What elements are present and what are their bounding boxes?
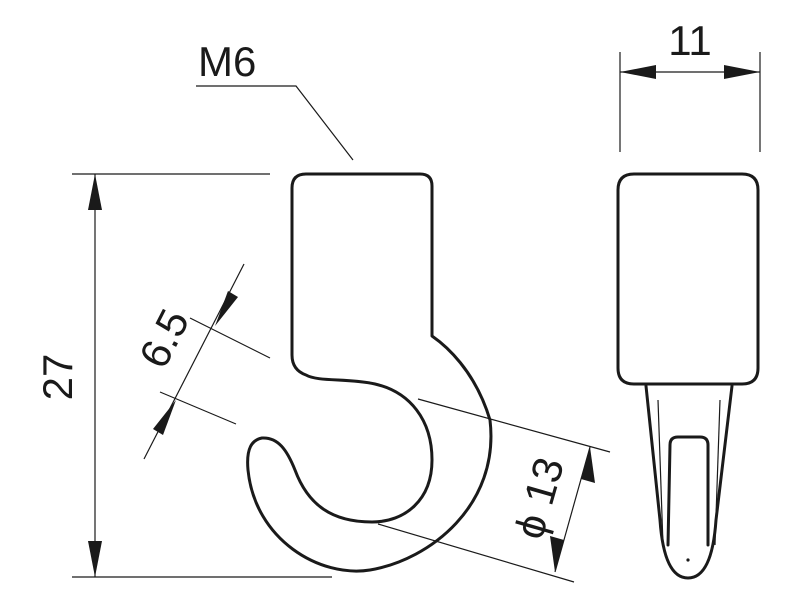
side-slot <box>666 435 710 547</box>
dimension-width: 11 <box>619 17 761 152</box>
diameter-label: ϕ 13 <box>505 452 573 544</box>
diameter-arrow-lower <box>550 536 564 572</box>
thread-leader-line <box>196 85 354 161</box>
height-arrow-top <box>88 174 102 210</box>
opening-arrow-lower <box>153 400 176 435</box>
dimension-diameter: ϕ 13 <box>377 398 611 583</box>
side-inner-line-right <box>714 399 721 546</box>
width-arrow-right <box>724 65 760 79</box>
side-body <box>616 172 760 386</box>
width-label: 11 <box>668 17 712 64</box>
opening-extension-upper <box>189 317 271 359</box>
opening-extension-lower <box>159 391 237 425</box>
dimension-thread: M6 <box>196 38 354 161</box>
height-arrow-bottom <box>88 541 102 577</box>
dimension-height: 27 <box>34 173 332 578</box>
diameter-arrow-upper <box>581 447 595 483</box>
diameter-extension-upper <box>417 398 611 453</box>
height-label: 27 <box>34 354 81 401</box>
hook-outline <box>246 172 493 573</box>
width-arrow-left <box>620 65 656 79</box>
dimension-opening: 6.5 <box>130 263 271 460</box>
hook-front-view <box>246 172 493 573</box>
thread-label: M6 <box>198 38 256 85</box>
hook-side-view <box>616 172 760 580</box>
opening-arrow-upper <box>215 291 238 326</box>
opening-label: 6.5 <box>130 302 198 375</box>
side-inner-line-left <box>657 399 664 546</box>
side-tip-dot <box>686 558 690 562</box>
diameter-extension-lower <box>377 523 575 583</box>
